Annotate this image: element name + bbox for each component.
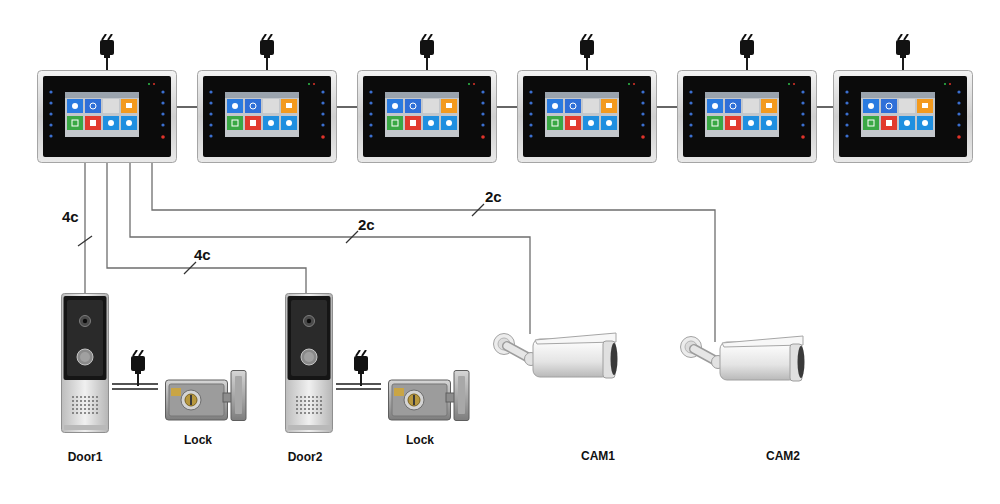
electric-locks [166, 371, 470, 421]
device-label: CAM2 [766, 449, 800, 463]
device-label: Door1 [68, 450, 103, 464]
cable-conductor [336, 383, 381, 385]
cctv-cameras [494, 333, 805, 381]
door-station: Door1 [58, 290, 112, 464]
cctv-camera: CAM2 [677, 322, 807, 463]
cable-conductor [112, 388, 158, 390]
cable-conductor [336, 388, 381, 390]
electric-lock: Lock [381, 365, 473, 447]
power-adapters [100, 34, 910, 70]
cable-ticks [78, 204, 484, 274]
device-label: Lock [406, 433, 434, 447]
cctv-camera: CAM1 [490, 322, 620, 463]
device-label: Lock [184, 433, 212, 447]
device-label: CAM1 [581, 449, 615, 463]
cable-core-count: 4c [62, 209, 79, 225]
indoor-monitors [38, 71, 973, 163]
lock-cable [336, 384, 381, 389]
door-station: Door2 [282, 290, 336, 464]
cable-core-count: 2c [485, 189, 502, 205]
device-label: Door2 [288, 450, 323, 464]
lock-cable [112, 384, 158, 389]
electric-lock: Lock [158, 365, 250, 447]
door-stations [62, 294, 333, 433]
cable-runs [85, 163, 715, 342]
cable-core-count: 4c [194, 247, 211, 263]
cable-core-count: 2c [358, 217, 375, 233]
cable-conductor [112, 383, 158, 385]
